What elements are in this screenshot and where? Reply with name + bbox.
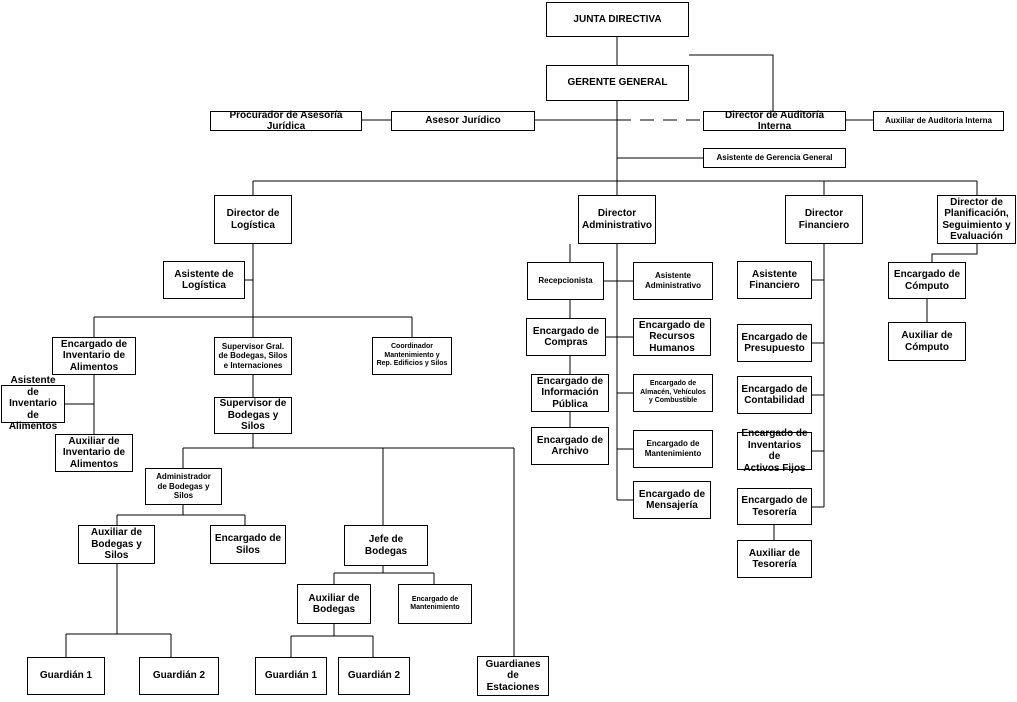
administrador-bodegas-box: Administrador de Bodegas y Silos [145, 468, 222, 505]
asistente-logistica-box: Asistente de Logística [163, 261, 245, 299]
guardianes-estaciones-box: Guardianes de Estaciones [477, 656, 549, 696]
director-financiero-box: Director Financiero [785, 195, 863, 244]
asistente-gerencia-box: Asistente de Gerencia General [703, 148, 846, 168]
jefe-bodegas-box: Jefe de Bodegas [344, 525, 428, 566]
encargado-almacen-box: Encargado de Almacén, Vehículos y Combus… [633, 374, 713, 412]
encargado-mensajeria-box: Encargado de Mensajería [633, 481, 711, 519]
encargado-activos-box: Encargado de Inventarios de Activos Fijo… [737, 428, 812, 474]
director-logistica-box: Director de Logística [214, 195, 292, 244]
encargado-computo-box: Encargado de Cómputo [888, 262, 966, 299]
coordinador-mantenimiento-box: Coordinador Mantenimiento y Rep. Edifici… [372, 337, 452, 375]
encargado-compras-box: Encargado de Compras [526, 318, 606, 356]
asistente-financiero-box: Asistente Financiero [737, 261, 812, 299]
recepcionista-box: Recepcionista [527, 262, 604, 300]
gerente-general-box: GERENTE GENERAL [546, 65, 689, 101]
guardian-1-box: Guardián 1 [27, 657, 105, 695]
auxiliar-bodegas-box: Auxiliar de Bodegas [297, 584, 371, 624]
asistente-inventario-alimentos-box: Asistente de Inventario de Alimentos [1, 375, 65, 432]
guardian-2-box: Guardián 2 [139, 657, 219, 695]
auxiliar-tesoreria-box: Auxiliar de Tesorería [737, 540, 812, 578]
encargado-mantenimiento-adm-box: Encargado de Mantenimiento [633, 430, 713, 468]
encargado-tesoreria-box: Encargado de Tesorería [737, 488, 812, 525]
encargado-inventario-alimentos-box: Encargado de Inventario de Alimentos [52, 337, 136, 375]
procurador-box: Procurador de Asesoría Jurídica [210, 110, 362, 132]
supervisor-gral-box: Supervisor Gral. de Bodegas, Silos e Int… [214, 337, 292, 375]
encargado-mantenimiento-bodegas-box: Encargado de Mantenimiento [398, 584, 472, 624]
junta-directiva-box: JUNTA DIRECTIVA [546, 2, 689, 37]
encargado-rrhh-box: Encargado de Recursos Humanos [633, 318, 711, 356]
encargado-informacion-box: Encargado de Información Pública [531, 374, 609, 412]
asistente-administrativo-box: Asistente Administrativo [633, 262, 713, 300]
asesor-juridico-box: Asesor Jurídico [391, 111, 535, 131]
encargado-contabilidad-box: Encargado de Contabilidad [737, 376, 812, 414]
encargado-silos-box: Encargado de Silos [210, 525, 286, 564]
director-auditoria-box: Director de Auditoría Interna [703, 110, 846, 132]
director-planificacion-box: Director de Planificación, Seguimiento y… [937, 195, 1016, 244]
auxiliar-auditoria-box: Auxiliar de Auditoria Interna [873, 111, 1004, 131]
supervisor-bodegas-box: Supervisor de Bodegas y Silos [214, 397, 292, 434]
auxiliar-inventario-alimentos-box: Auxiliar de Inventario de Alimentos [55, 434, 133, 472]
guardian-2-box: Guardián 2 [338, 657, 410, 695]
auxiliar-computo-box: Auxiliar de Cómputo [888, 322, 966, 361]
encargado-presupuesto-box: Encargado de Presupuesto [737, 324, 812, 362]
director-administrativo-box: Director Administrativo [578, 195, 656, 244]
encargado-archivo-box: Encargado de Archivo [531, 427, 609, 465]
guardian-1-box: Guardián 1 [255, 657, 327, 695]
auxiliar-bodegas-silos-box: Auxiliar de Bodegas y Silos [78, 525, 155, 564]
